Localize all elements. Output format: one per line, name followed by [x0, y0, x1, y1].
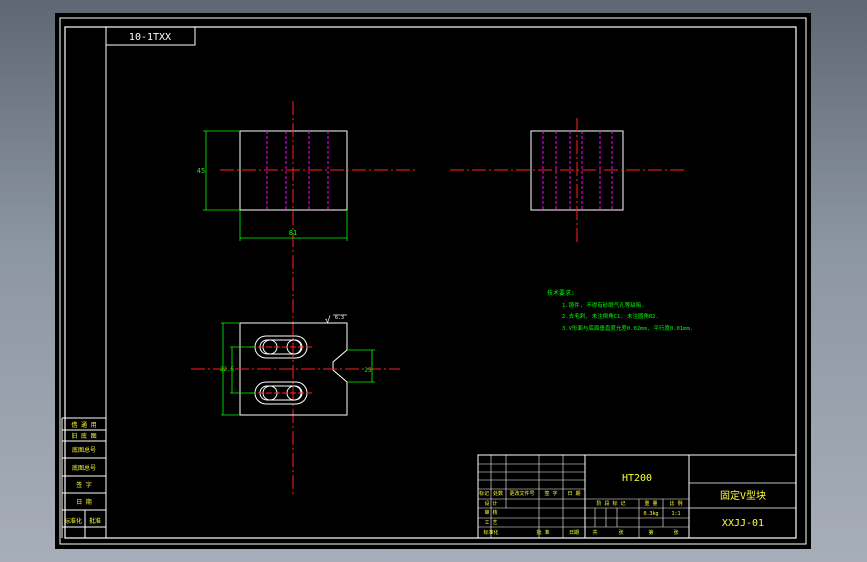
left-signature-table: 借 通 用 旧 底 图 底图总号 底图总号 签 字 日 期 标准化 批准: [61, 417, 106, 538]
sheet-number-left: 第: [648, 529, 653, 536]
drawing-canvas: 10-1TXX 借 通 用 旧 底 图 底图总号 底图总号 签 字 日 期 标准…: [59, 17, 807, 545]
left-table-row-1: 旧 底 图: [71, 432, 96, 440]
dim-height: 45: [197, 167, 205, 175]
front-view: 45 81: [197, 101, 415, 495]
scale-value: 1:1: [671, 511, 680, 517]
tb-header-3: 签 字: [544, 490, 557, 497]
left-table-row-5: 日 期: [76, 498, 92, 506]
cad-viewport[interactable]: 10-1TXX 借 通 用 旧 底 图 底图总号 底图总号 签 字 日 期 标准…: [55, 13, 811, 549]
label-box-text: 10-1TXX: [129, 32, 171, 43]
tb-date-label: 日期: [569, 530, 579, 536]
surface-roughness: 6.3: [335, 315, 344, 321]
left-table-row-4: 签 字: [76, 481, 92, 489]
tb-role-1: 审 核: [484, 509, 497, 516]
material-label: HT200: [622, 473, 652, 484]
tb-role-3: 标准化: [483, 529, 498, 536]
tb-header-4: 日 期: [567, 491, 580, 497]
mass-value: 0.3kg: [643, 511, 658, 517]
inner-frame: [64, 26, 797, 539]
weight-label: 重 量: [644, 500, 657, 507]
title-block: 标记 处数 更改文件号 签 字 日 期 设 计 审 核 工 艺 标准化 批 准 …: [477, 454, 797, 539]
scale-label: 比 例: [669, 500, 682, 507]
sheet-total-left: 共: [592, 529, 597, 536]
tb-header-0: 标记: [479, 490, 489, 497]
notes-item-3: 3.V形面与底面垂直度允差0.02mm, 平行度0.01mm.: [562, 324, 693, 332]
tb-role-0: 设 计: [484, 500, 497, 507]
tb-header-1: 处数: [493, 490, 503, 497]
top-view: 22.5 25 √ 6.3: [191, 314, 400, 416]
outer-frame: [59, 17, 807, 545]
dim-v-width: 25: [364, 367, 372, 374]
sheet-number-right: 张: [673, 529, 678, 536]
stage-label: 阶 段 标 记: [596, 500, 625, 507]
left-table-row-0: 借 通 用: [71, 421, 96, 429]
left-table-row-7: 批准: [89, 517, 101, 525]
notes-item-1: 1.铸件, 不得有砂眼气孔等缺陷.: [562, 301, 645, 309]
technical-notes: 技术要求: 1.铸件, 不得有砂眼气孔等缺陷. 2.去毛刺, 未注倒角C1, 未…: [547, 289, 693, 332]
part-name: 固定V型块: [720, 489, 766, 502]
left-table-row-6: 标准化: [64, 517, 82, 525]
label-box: [105, 26, 196, 46]
side-view: [450, 118, 687, 243]
dim-width: 81: [289, 229, 297, 237]
surface-symbol: √: [325, 315, 331, 326]
drawing-number: XXJJ-01: [722, 518, 764, 529]
tb-approve-label: 批 准: [536, 529, 549, 536]
left-table-row-3: 底图总号: [72, 464, 96, 472]
notes-item-2: 2.去毛刺, 未注倒角C1, 未注圆角R2.: [562, 312, 659, 320]
dim-slot-spacing: 22.5: [220, 366, 235, 373]
notes-title: 技术要求:: [547, 289, 575, 297]
sheet-total-right: 张: [618, 529, 623, 536]
tb-role-2: 工 艺: [484, 520, 497, 526]
tb-header-2: 更改文件号: [509, 490, 534, 497]
left-table-row-2: 底图总号: [72, 446, 96, 454]
